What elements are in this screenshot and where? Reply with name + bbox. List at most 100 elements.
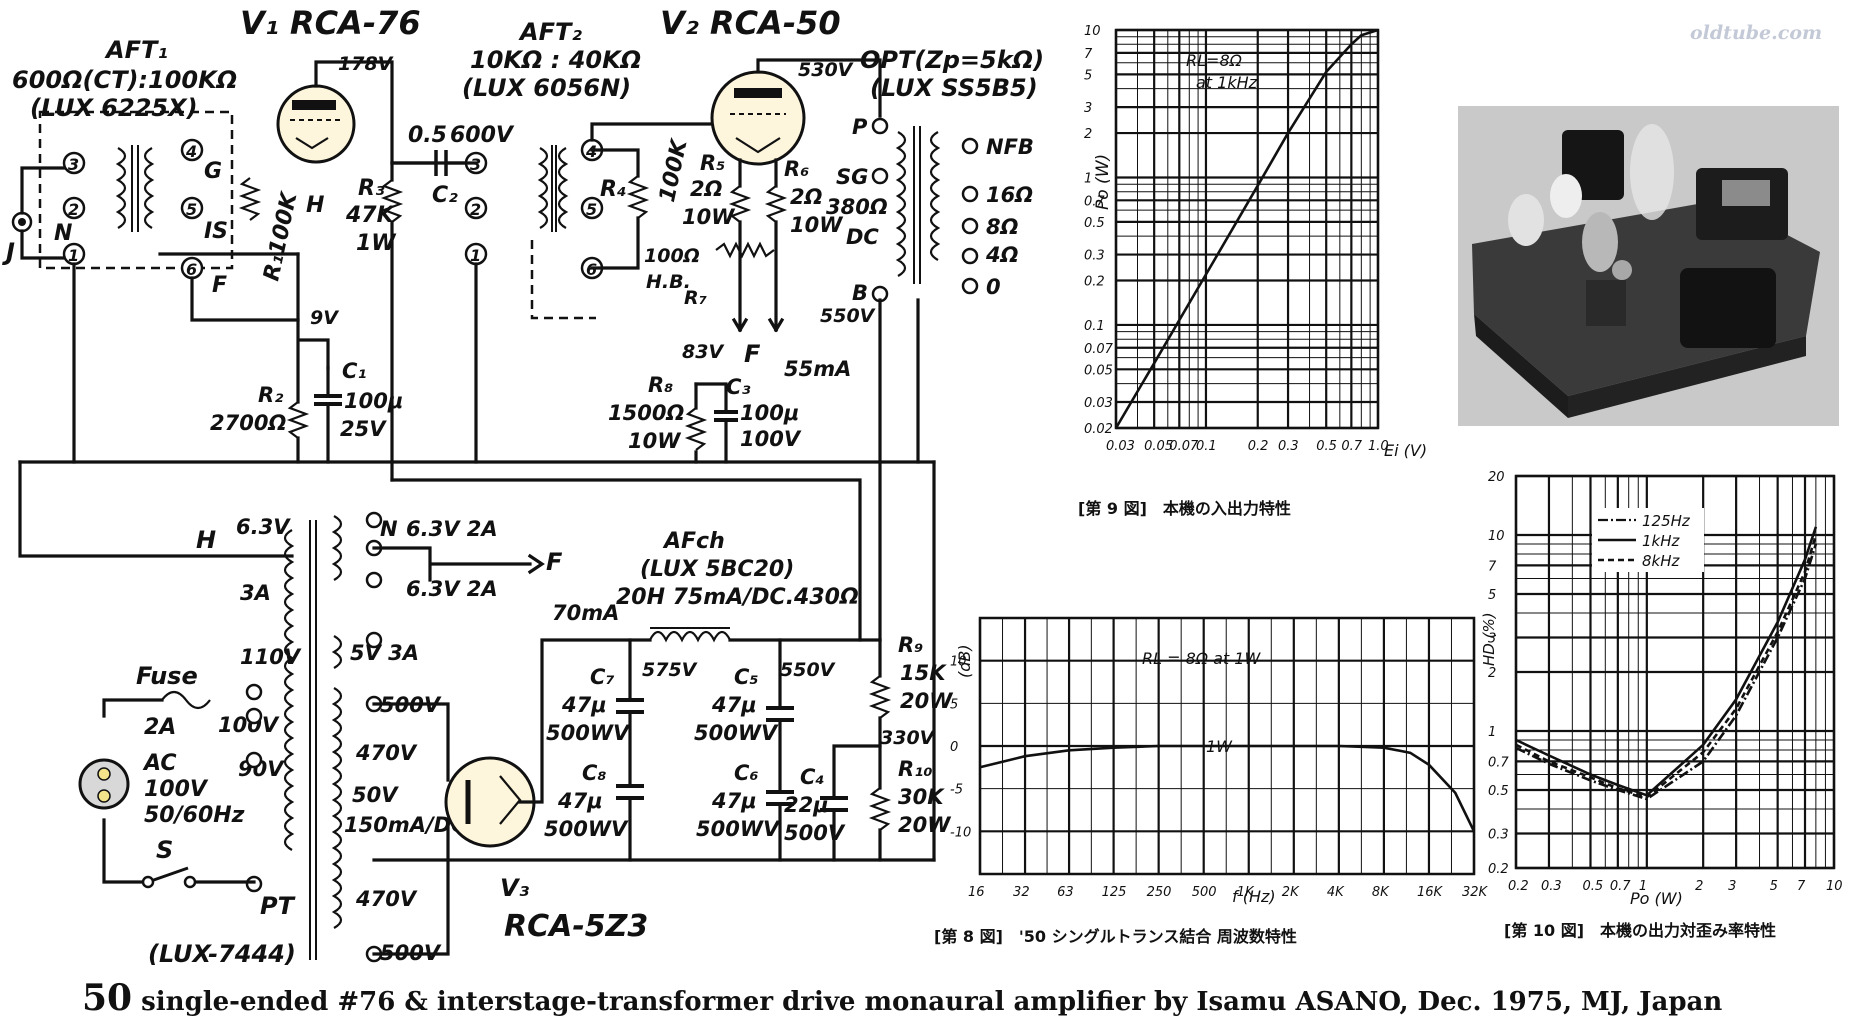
fig8-ytick: -5 bbox=[950, 783, 963, 798]
jack-label: J bbox=[2, 238, 15, 266]
fig8-xlabel: f (Hz) bbox=[1232, 887, 1276, 906]
fig9-xtick: 0.7 bbox=[1341, 439, 1362, 454]
aft1-box bbox=[38, 110, 234, 270]
svg-text:10W: 10W bbox=[628, 429, 681, 453]
fig9-ytick: 5 bbox=[1084, 68, 1092, 83]
r7-humbalancer bbox=[715, 241, 775, 259]
fig8-ytick: 0 bbox=[950, 740, 958, 755]
svg-text:20W: 20W bbox=[900, 689, 953, 713]
svg-text:3: 3 bbox=[68, 155, 79, 174]
fig10-ytick: 3 bbox=[1488, 631, 1496, 646]
aft1-is-label: IS bbox=[204, 219, 228, 244]
aft2-primary-coil bbox=[537, 147, 549, 229]
fig9-xtick: 0.5 bbox=[1316, 439, 1337, 454]
caption-rest: single-ended #76 & interstage-transforme… bbox=[132, 987, 1723, 1017]
fig8-xtick: 250 bbox=[1147, 885, 1172, 900]
fig10-xtick: 7 bbox=[1797, 879, 1806, 894]
c5-label: C₅ bbox=[734, 665, 759, 689]
v3-label: RCA-5Z3 bbox=[504, 909, 648, 944]
svg-text:6: 6 bbox=[186, 260, 197, 279]
fig10-series-125hz bbox=[1515, 543, 1818, 801]
pt-heater-winding bbox=[331, 515, 343, 581]
fig10-ytick: 10 bbox=[1488, 529, 1505, 544]
svg-text:600V: 600V bbox=[450, 123, 515, 148]
fig9-xlabel: Ei (V) bbox=[1384, 441, 1427, 460]
choke-coil bbox=[649, 630, 731, 643]
fig9-xtick: 0.3 bbox=[1278, 439, 1299, 454]
r10-resistor bbox=[868, 787, 892, 831]
fig10-ytick: 0.2 bbox=[1488, 862, 1509, 877]
r3-resistor bbox=[380, 179, 404, 223]
fig10-xtick: 2 bbox=[1695, 879, 1703, 894]
r4-resistor bbox=[626, 175, 650, 219]
opt-secondary-terminals bbox=[961, 137, 979, 295]
switch-label: S bbox=[156, 836, 173, 864]
fig8-xtick: 1K bbox=[1237, 885, 1255, 900]
aft1-part: (LUX 6225X) bbox=[30, 94, 198, 122]
svg-text:20W: 20W bbox=[898, 813, 951, 837]
pt-n-label: N bbox=[380, 517, 398, 541]
r9-label: R₉ bbox=[898, 633, 923, 657]
svg-text:2: 2 bbox=[470, 200, 481, 219]
pt-heater-a: 3A bbox=[240, 581, 271, 605]
fig9-curve bbox=[1114, 28, 1379, 429]
c7-label: C₇ bbox=[590, 665, 615, 689]
fig9-ytick: 0.05 bbox=[1084, 363, 1113, 378]
r2-label: R₂ bbox=[258, 383, 284, 407]
page-caption: 50 single-ended #76 & interstage-transfo… bbox=[82, 977, 1722, 1019]
pt-ht-winding bbox=[331, 635, 343, 929]
pt-terminals bbox=[245, 511, 383, 963]
fig10-curves bbox=[1515, 526, 1818, 801]
opt-name: OPT(Zp=5kΩ) bbox=[860, 46, 1044, 74]
fuse-label: Fuse bbox=[136, 662, 198, 690]
power-switch bbox=[147, 866, 189, 884]
aft1-g-label: G bbox=[204, 159, 222, 184]
svg-text:500V: 500V bbox=[784, 821, 846, 845]
fig9-ytick: 0.03 bbox=[1084, 396, 1113, 411]
aft2-part: (LUX 6056N) bbox=[462, 74, 631, 102]
fig10-series-1khz bbox=[1515, 526, 1818, 797]
fig8-xtick: 2K bbox=[1282, 885, 1300, 900]
fig10-xtick: 5 bbox=[1770, 879, 1778, 894]
fig9-ytick: 7 bbox=[1084, 47, 1093, 62]
fig9-xtick: 0.1 bbox=[1196, 439, 1217, 454]
aft1-secondary-coil bbox=[143, 147, 155, 229]
bleeder-voltage: 330V bbox=[880, 727, 936, 749]
second-cap-voltage: 550V bbox=[780, 659, 836, 681]
legend-125hz: 125Hz bbox=[1642, 512, 1691, 530]
svg-text:100μ: 100μ bbox=[740, 401, 799, 425]
afch-spec: 20H 75mA/DC.430Ω bbox=[616, 585, 859, 610]
fig10-ytick: 7 bbox=[1488, 559, 1497, 574]
v3-tag: V₃ bbox=[500, 874, 530, 902]
v2-filament-label: F bbox=[744, 340, 761, 368]
fig9-ytick: 2 bbox=[1084, 127, 1092, 142]
capacitor-can-2 bbox=[1550, 174, 1582, 218]
afch-label: AFch bbox=[662, 529, 725, 554]
pt-470v-b: 470V bbox=[355, 887, 418, 911]
opt-b-label: B bbox=[852, 281, 868, 305]
opt-4ohm-label: 4Ω bbox=[985, 243, 1019, 267]
caption-lead: 50 bbox=[82, 977, 133, 1019]
fig9-ytick: 0.02 bbox=[1084, 422, 1113, 437]
svg-text:15K: 15K bbox=[900, 661, 947, 685]
pt-label: PT bbox=[260, 892, 296, 920]
fig9-annotation-rl: RL=8Ω bbox=[1186, 51, 1243, 70]
fig8-xtick: 500 bbox=[1192, 885, 1217, 900]
fig8-ylabel: (dB) bbox=[955, 644, 974, 678]
fig10-xtick: 10 bbox=[1826, 879, 1843, 894]
fig10-ylabel: HD (%) bbox=[1480, 612, 1498, 666]
aft1-n-label: N bbox=[54, 221, 72, 246]
svg-text:500WV: 500WV bbox=[546, 721, 631, 745]
fig10-xtick: 0.3 bbox=[1541, 879, 1562, 894]
c8-label: C₈ bbox=[582, 761, 607, 785]
pt-50v: 50V bbox=[352, 783, 399, 807]
fig8-xtick: 16K bbox=[1417, 885, 1444, 900]
fig9-xtick: 0.2 bbox=[1248, 439, 1269, 454]
fig10-xlabel: Po (W) bbox=[1630, 889, 1683, 908]
fig8-ytick: 5 bbox=[950, 697, 958, 712]
ac-label: AC bbox=[142, 751, 177, 776]
v2-plate-voltage: 530V bbox=[798, 59, 854, 81]
